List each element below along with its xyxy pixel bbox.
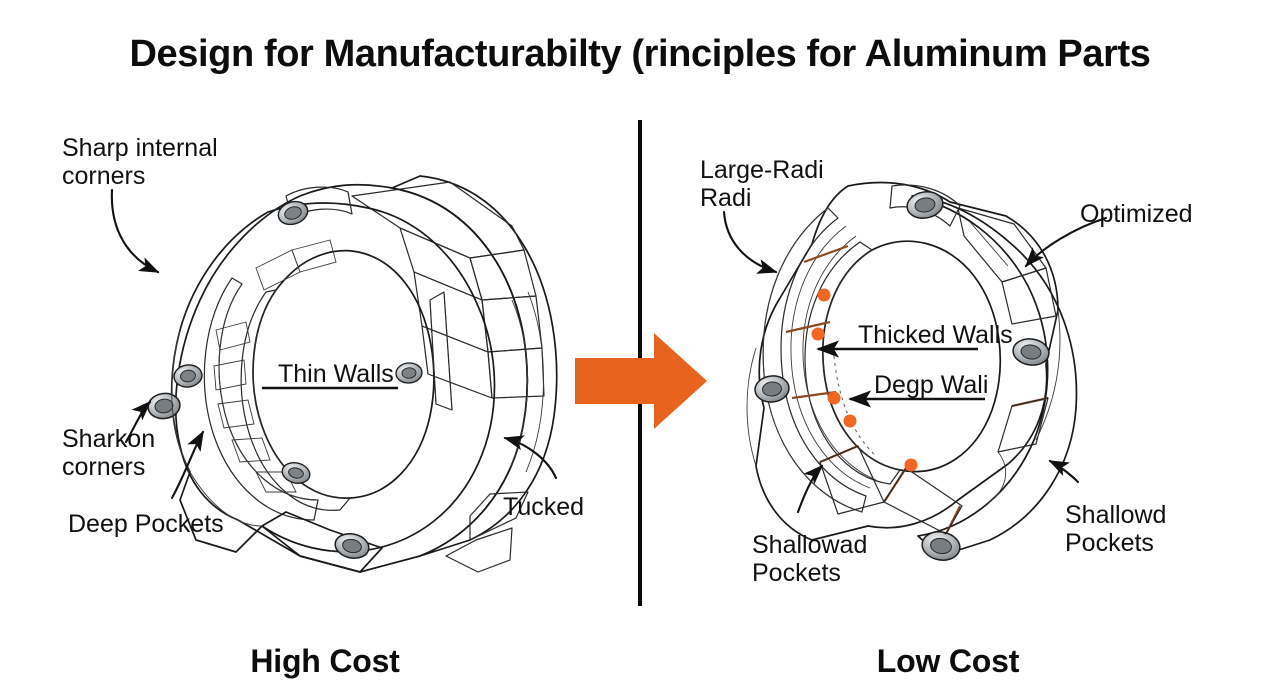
label-large-radii-line2: Radi — [700, 184, 751, 212]
label-degp-wali: Degp Wali — [874, 371, 988, 399]
label-sharkon-corners-line1: Sharkon — [62, 425, 155, 453]
right-leaders — [722, 210, 1108, 514]
label-shallowd-pockets-line1: Shallowd — [1065, 501, 1166, 529]
page-title: Design for Manufacturabilty (rinciples f… — [130, 33, 1151, 75]
right-part-render — [746, 181, 1078, 561]
label-shallowd-pockets-line2: Pockets — [1065, 529, 1154, 557]
callout-dot — [827, 391, 841, 405]
left-leaders — [110, 188, 558, 500]
callout-dot — [843, 414, 857, 428]
label-thicked-walls: Thicked Walls — [858, 321, 1013, 349]
callout-dot — [811, 327, 825, 341]
label-deep-pockets: Deep Pockets — [68, 510, 224, 538]
caption-high-cost: High Cost — [250, 643, 400, 679]
label-optimized: Optimized — [1080, 200, 1193, 228]
label-thin-walls: Thin Walls — [278, 360, 394, 388]
label-sharkon-corners-line2: corners — [62, 453, 145, 481]
left-labels: Sharp internal corners Thin Walls Sharko… — [62, 134, 584, 538]
callout-dot — [904, 458, 918, 472]
label-sharp-internal-corners-line2: corners — [62, 162, 145, 190]
label-large-radii-line1: Large-Radi — [700, 156, 824, 184]
label-shallowad-pockets-line1: Shallowad — [752, 531, 867, 559]
label-tucked: Tucked — [503, 493, 584, 521]
callout-dot — [817, 288, 831, 302]
label-shallowad-pockets-line2: Pockets — [752, 559, 841, 587]
right-labels: Large-Radi Radi Optimized Thicked Walls … — [700, 156, 1193, 587]
orange-transition-arrow — [575, 333, 707, 429]
caption-low-cost: Low Cost — [877, 643, 1020, 679]
left-part-render — [147, 175, 558, 573]
label-sharp-internal-corners-line1: Sharp internal — [62, 134, 218, 162]
